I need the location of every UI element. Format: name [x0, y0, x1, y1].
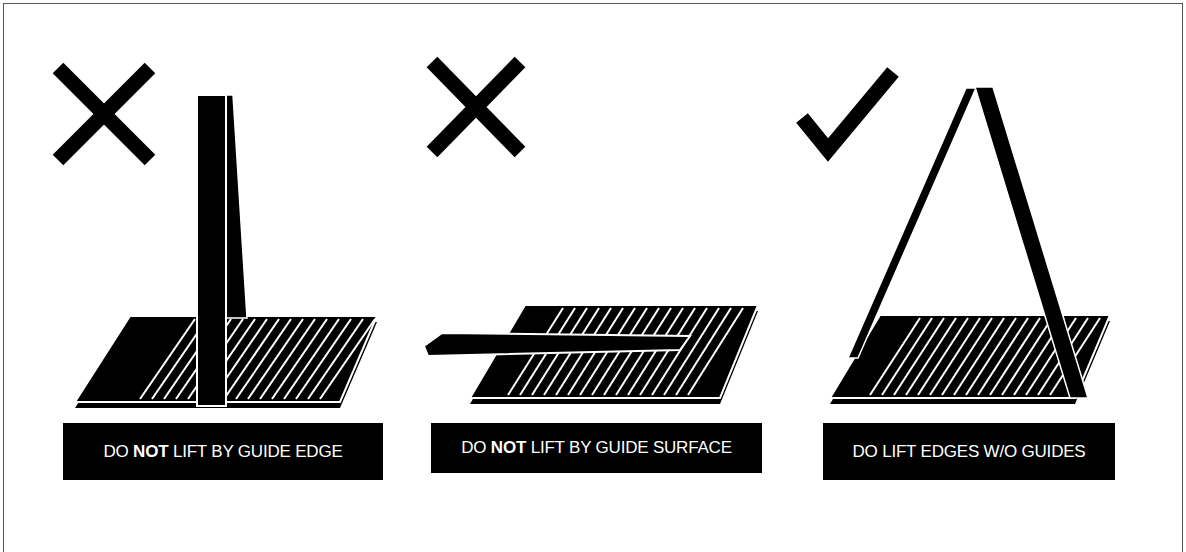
- hatch-line: [140, 319, 195, 399]
- hatch-line: [320, 319, 375, 399]
- hatch-line: [652, 308, 707, 395]
- label-bar: DO NOT LIFT BY GUIDE SURFACE: [431, 423, 762, 473]
- sliding-panel: [424, 333, 690, 356]
- hatch-line: [688, 308, 743, 395]
- hatch-line: [308, 319, 363, 399]
- cross-mark: [432, 62, 520, 152]
- hatch-line: [296, 319, 351, 399]
- check-mark: [802, 72, 893, 150]
- cross-mark: [58, 68, 150, 160]
- lifted-panel: [197, 95, 226, 406]
- warning-text: DO NOT LIFT BY GUIDE SURFACE: [461, 438, 732, 458]
- hatch-line: [248, 319, 303, 399]
- hatch-line: [272, 319, 327, 399]
- hatch-line: [676, 308, 731, 395]
- hatch-line: [664, 308, 719, 395]
- hatch-line: [236, 319, 291, 399]
- lift-strap: [848, 88, 976, 358]
- hatch-line: [260, 319, 315, 399]
- hatch-line: [284, 319, 339, 399]
- frame-border: [4, 4, 1183, 552]
- lifted-panel-side: [226, 95, 247, 318]
- guide-hatching: [140, 319, 375, 399]
- label-bar: DO LIFT EDGES W/O GUIDES: [823, 423, 1115, 480]
- label-bar: DO NOT LIFT BY GUIDE EDGE: [63, 423, 383, 480]
- lift-strap: [975, 87, 1088, 398]
- hatch-line: [224, 319, 279, 399]
- warning-text: DO NOT LIFT BY GUIDE EDGE: [103, 442, 342, 462]
- warning-text: DO LIFT EDGES W/O GUIDES: [853, 442, 1086, 462]
